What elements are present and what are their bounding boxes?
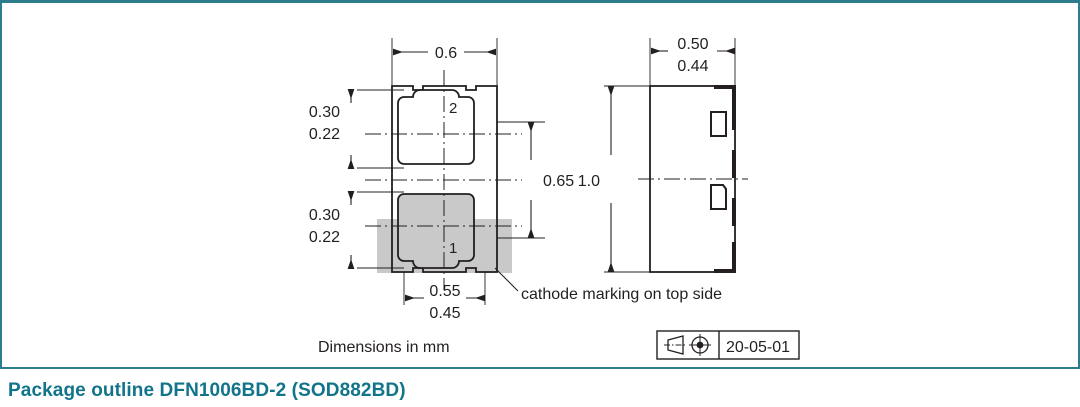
pad2-height-max-label: 0.30 [309, 104, 340, 121]
pitch-dim-label: 0.65 [543, 173, 574, 190]
side-height-label: 1.0 [578, 173, 600, 190]
date-code-label: 20-05-01 [726, 339, 790, 356]
cathode-note-label: cathode marking on top side [521, 286, 722, 303]
side-view-lead-top-cap [714, 85, 736, 89]
side-view-lead-lower-2 [732, 242, 736, 272]
terminal-2-label: 2 [449, 100, 457, 117]
terminal-2-pad [397, 89, 475, 165]
pad-width-min-label: 0.45 [429, 305, 460, 322]
page-frame-right-rule [1078, 0, 1080, 369]
side-view-lead-bottom-cap [714, 269, 736, 273]
projection-stamp-box: 20-05-01 [656, 330, 800, 360]
side-view-lead-upper [732, 86, 736, 130]
page-frame-top-rule [0, 0, 1080, 3]
page-title: Package outline DFN1006BD-2 (SOD882BD) [8, 380, 406, 401]
cathode-note-leader-line [494, 267, 519, 292]
page-frame-bottom-rule [0, 367, 1080, 369]
terminal-1-pad [397, 193, 475, 269]
pad-width-max-label: 0.55 [429, 283, 460, 300]
side-view-group: 0.50 0.44 1.0 [578, 36, 748, 273]
side-view-terminal-window-upper [710, 111, 727, 137]
width-dim-label: 0.6 [435, 45, 457, 62]
side-view-lead-lower [732, 198, 736, 226]
pad1-height-min-label: 0.22 [309, 229, 340, 246]
side-view-lead-upper-2 [732, 150, 736, 178]
terminal-1-label: 1 [449, 240, 457, 257]
side-width-min-label: 0.44 [677, 58, 708, 75]
top-view-group: 2 1 0.6 0.30 0.22 [309, 38, 722, 356]
side-width-max-label: 0.50 [677, 36, 708, 53]
technical-drawing-canvas: 2 1 0.6 0.30 0.22 [309, 36, 800, 360]
page-frame-left-rule [0, 0, 2, 369]
units-note-label: Dimensions in mm [318, 339, 450, 356]
side-view-terminal-window-lower [710, 184, 727, 210]
pad2-height-min-label: 0.22 [309, 126, 340, 143]
pad1-height-max-label: 0.30 [309, 207, 340, 224]
first-angle-projection-icon [664, 334, 711, 356]
